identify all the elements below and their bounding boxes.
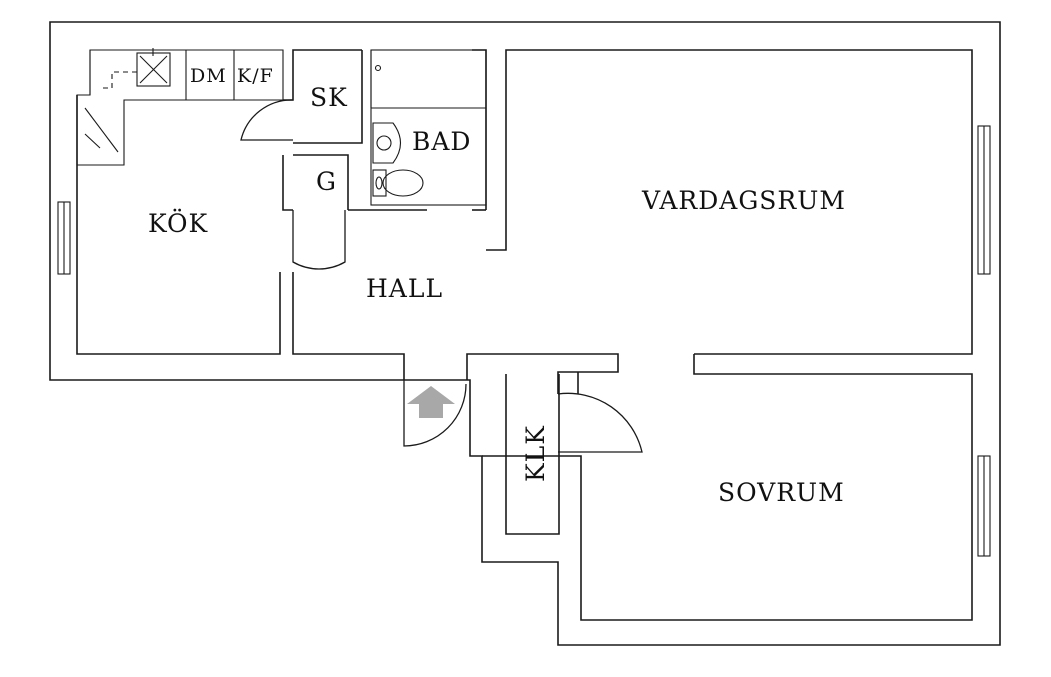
exterior-wall (49, 21, 1001, 646)
doors (240, 99, 643, 453)
room-label-sk: SK (310, 83, 348, 112)
room-label-kok: KÖK (148, 209, 209, 238)
toilet (372, 169, 424, 197)
sink (372, 122, 402, 164)
room-label-hall: HALL (366, 274, 443, 303)
room-label-g: G (316, 167, 337, 196)
room-label-sovrum: SOVRUM (718, 478, 845, 507)
kitchen-counter (76, 48, 284, 166)
appliance-label-dm: DM (190, 65, 227, 87)
entrance-arrow-icon (407, 386, 455, 418)
appliance-label-kf: K/F (237, 65, 274, 87)
closet-g (282, 154, 349, 211)
window-kok (57, 201, 71, 275)
windows (57, 125, 991, 557)
window-sovrum (977, 455, 991, 557)
room-label-klk: KLK (521, 425, 550, 482)
bathroom-fixtures (348, 49, 487, 211)
room-label-vardagsrum: VARDAGSRUM (641, 186, 846, 215)
window-vardagsrum (977, 125, 991, 275)
room-label-bad: BAD (412, 127, 471, 156)
